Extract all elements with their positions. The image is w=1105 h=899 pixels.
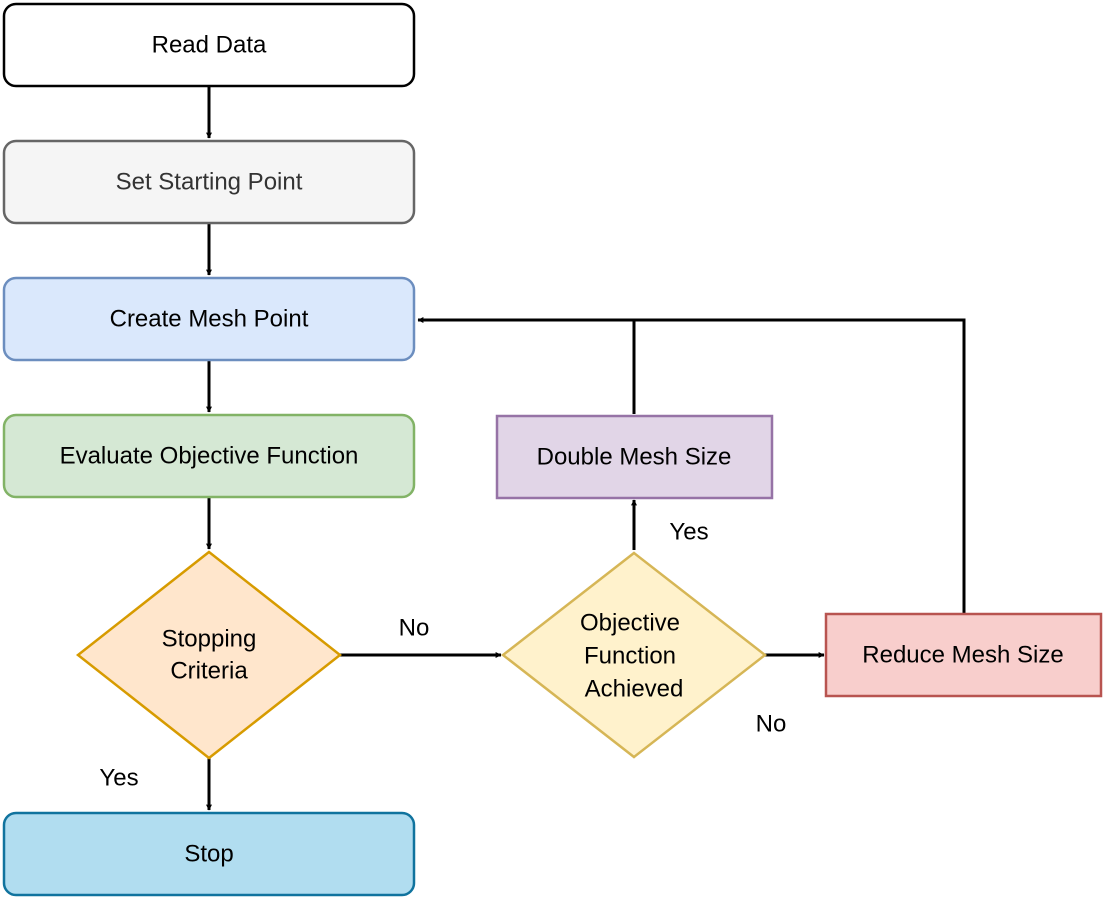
- edge-label-stopping-yes: Yes: [99, 764, 138, 791]
- edge-label-stopping-no: No: [399, 614, 430, 641]
- objective-achieved-node: Objective Function Achieved: [500, 551, 768, 759]
- stop-label: Stop: [184, 840, 233, 867]
- objective-achieved-line-3: Achieved: [585, 675, 684, 702]
- set-starting-point-label: Set Starting Point: [116, 168, 303, 195]
- reduce-mesh-size-shape: [824, 612, 1103, 698]
- evaluate-objective-label: Evaluate Objective Function: [60, 442, 359, 469]
- double-mesh-size-node: Double Mesh Size: [495, 414, 774, 500]
- set-starting-point-node: Set Starting Point: [2, 139, 416, 225]
- evaluate-objective-node: Evaluate Objective Function: [2, 413, 416, 499]
- edge-reduce-to-create: [417, 317, 966, 613]
- read-data-node: Read Data: [2, 2, 416, 88]
- evaluate-objective-shape: [2, 413, 416, 499]
- edges: [206, 86, 966, 811]
- stop-node: Stop: [2, 811, 416, 897]
- double-mesh-size-shape: [495, 414, 774, 500]
- read-data-shape: [2, 2, 416, 88]
- objective-achieved-line-1: Objective: [580, 609, 680, 636]
- reduce-mesh-size-label: Reduce Mesh Size: [862, 641, 1063, 668]
- set-starting-point-shape: [2, 139, 416, 225]
- stopping-criteria-line-2: Criteria: [170, 657, 248, 684]
- double-mesh-size-label: Double Mesh Size: [537, 443, 732, 470]
- stopping-criteria-node: Stopping Criteria: [75, 550, 343, 760]
- create-mesh-point-node: Create Mesh Point: [2, 276, 416, 362]
- stopping-criteria-shape: [75, 550, 343, 760]
- stopping-criteria-line-1: Stopping: [162, 625, 257, 652]
- objective-achieved-line-2: Function: [584, 642, 676, 669]
- stop-shape: [2, 811, 416, 897]
- create-mesh-point-shape: [2, 276, 416, 362]
- create-mesh-point-label: Create Mesh Point: [110, 305, 309, 332]
- edge-label-achieved-no: No: [756, 710, 787, 737]
- objective-achieved-shape: [500, 551, 768, 759]
- reduce-mesh-size-node: Reduce Mesh Size: [824, 612, 1103, 698]
- read-data-label: Read Data: [152, 31, 267, 58]
- edge-labels: No Yes Yes No: [99, 518, 786, 791]
- edge-label-achieved-yes: Yes: [669, 518, 708, 545]
